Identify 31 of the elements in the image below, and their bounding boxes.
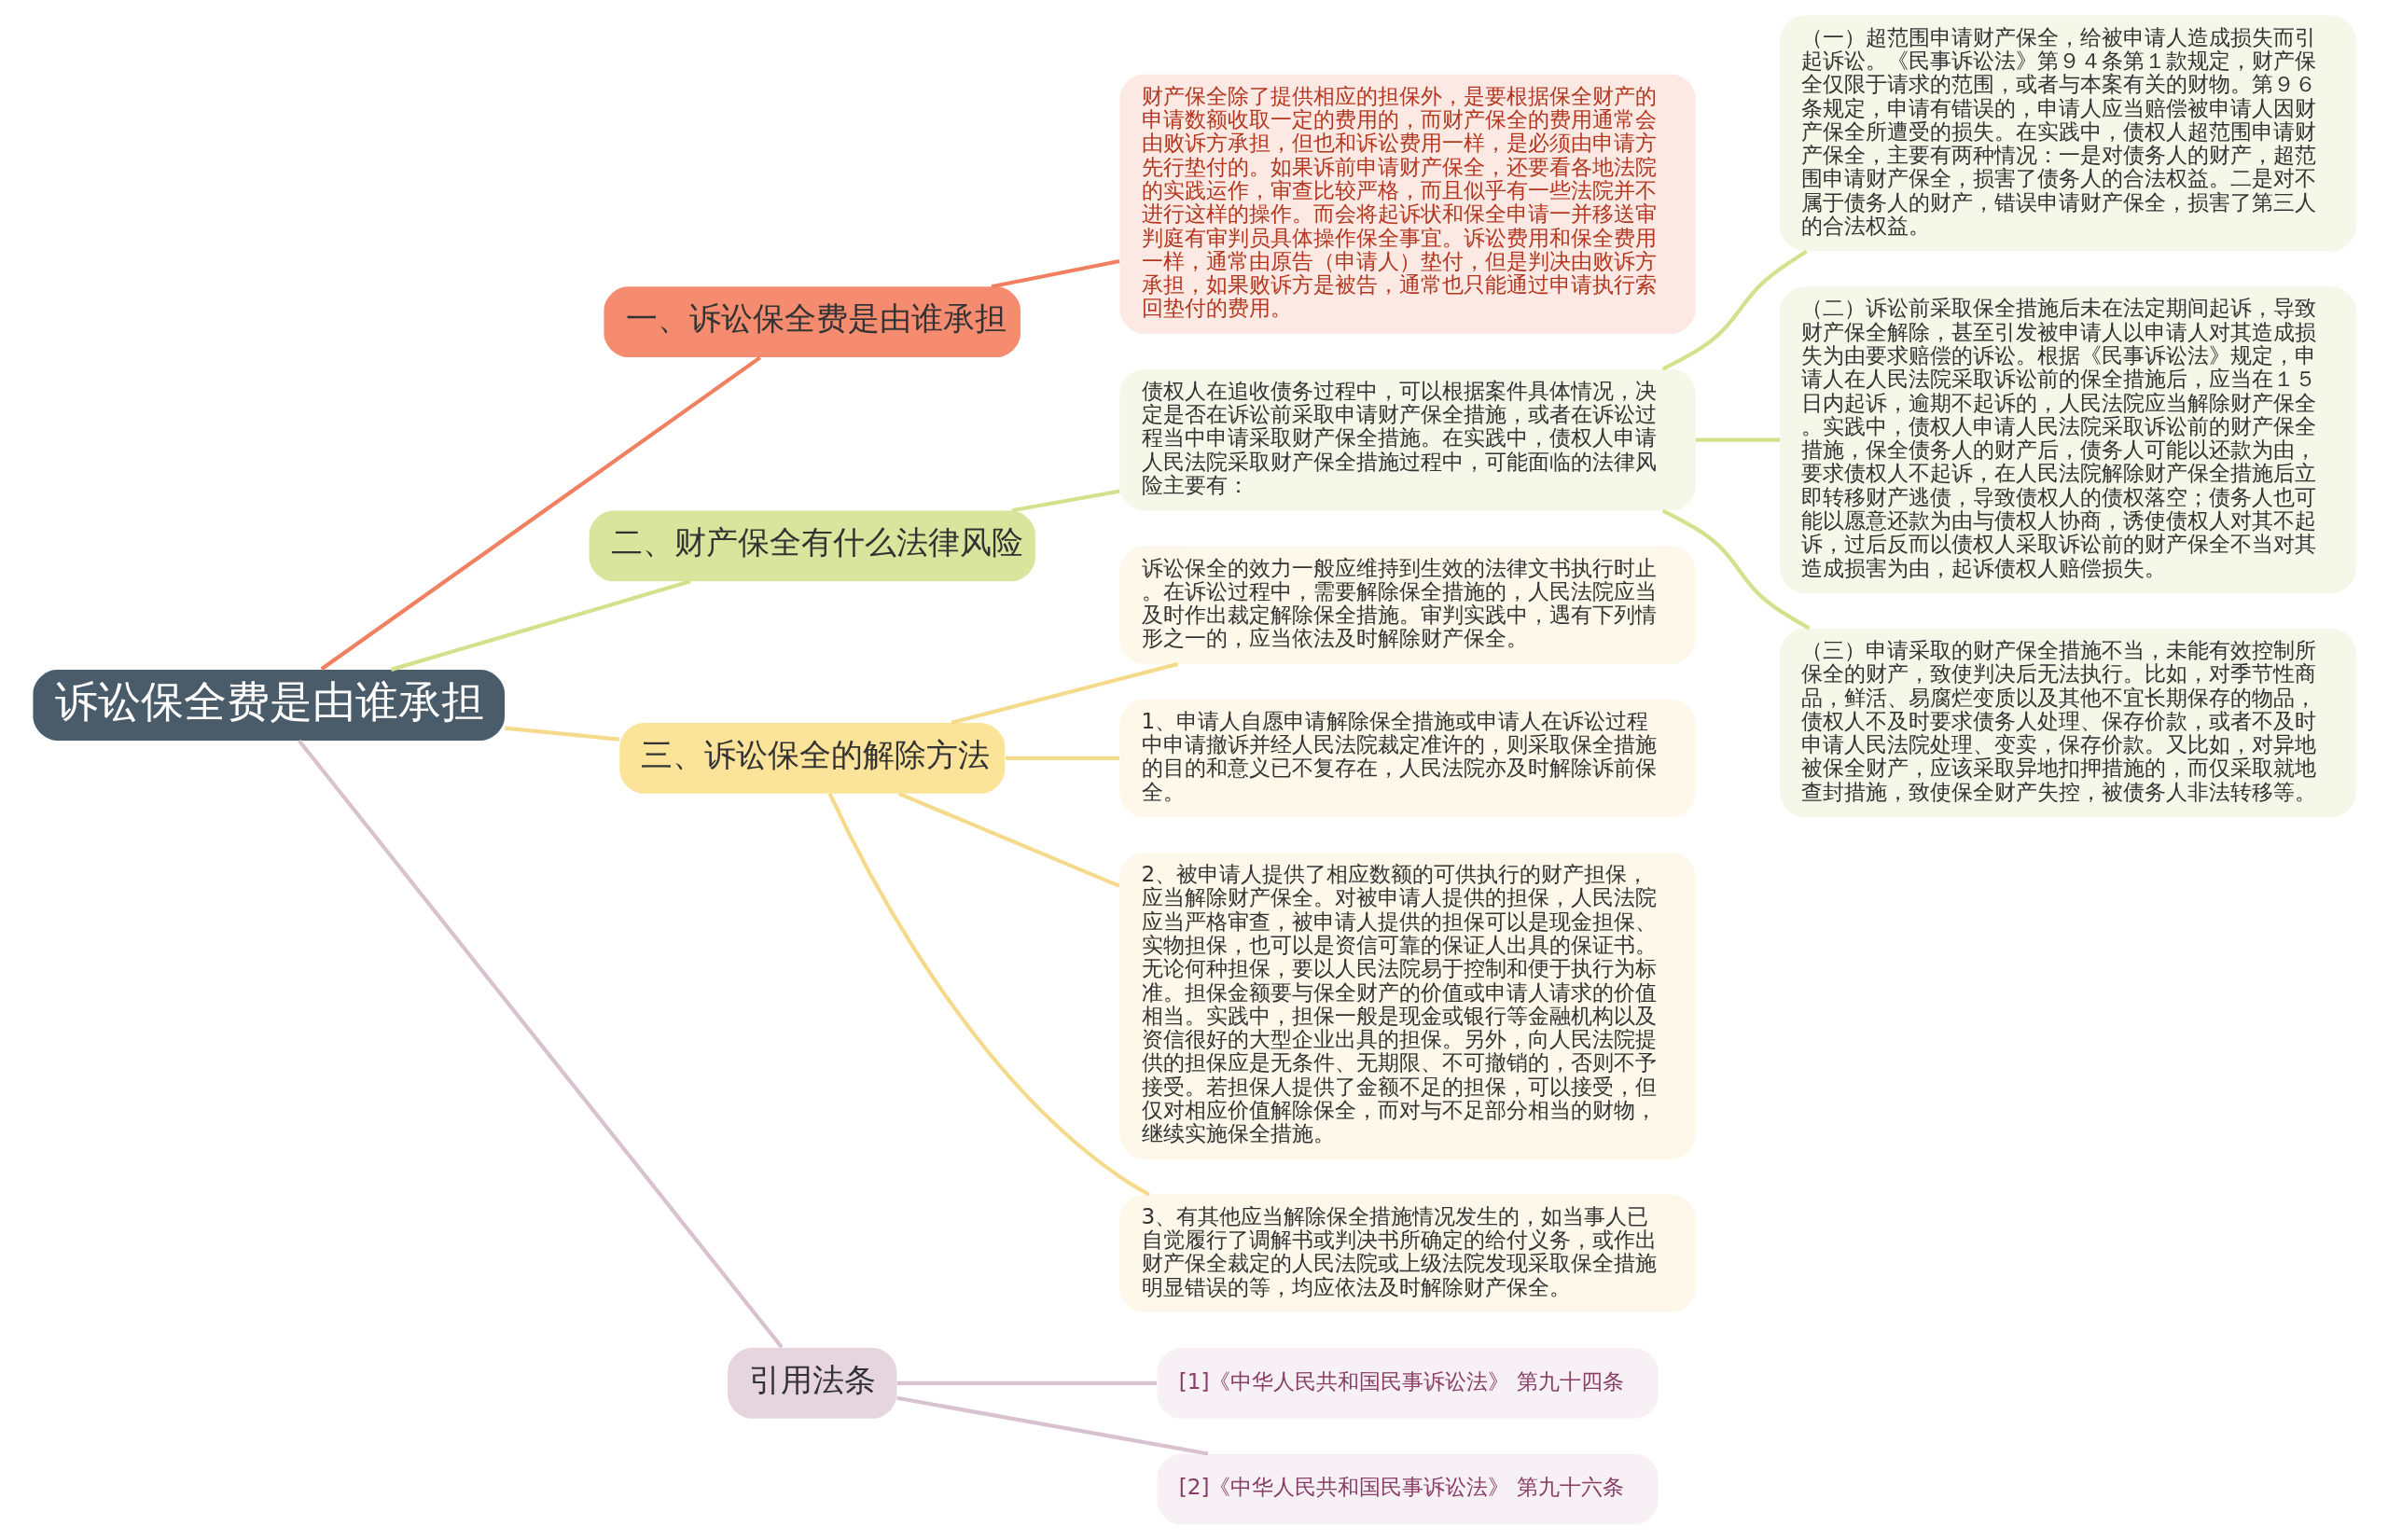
connector <box>896 1380 1157 1385</box>
node-box: 诉讼保全的效力一般应维持到生效的法律文书执行时止。在诉讼过程中，需要解除保全措施的，人民法院应当及时作出裁定解除保全措施。审判实践中，遇有下列情形之一的，应当依法及时解除财产保全。 <box>1118 546 1696 664</box>
connector <box>1695 437 1780 442</box>
node-box: [2]《中华人民共和国民事诉讼法》 第九十六条 <box>1156 1453 1659 1525</box>
connector <box>1005 756 1119 760</box>
node-box: 1、申请人自愿申请解除保全措施或申请人在诉讼过程中申请撤诉并经人民法院裁定准许的，则采取保全措施的目的和意义已不复存在，人民法院亦及时解除诉前保全。 <box>1118 699 1696 818</box>
connector <box>1661 249 1808 371</box>
node-box: 诉讼保全费是由谁承担 <box>32 670 505 741</box>
connector <box>390 579 691 672</box>
connector <box>827 793 1150 1197</box>
connector <box>1661 508 1811 631</box>
node-box: 二、财产保全有什么法律风险 <box>589 510 1035 582</box>
connector <box>504 726 619 742</box>
node-box: （三）申请采取的财产保全措施不当，未能有效控制所保全的财产，致使判决后无法执行。比如，对季节性商品，鲜活、易腐烂变质以及其他不宜长期保存的物品，债权人不及时要求债务人处理、保存价款，或者不及时申请人民法院处理、变卖，保存价款。又比如，对异地被保全财产，应该采取异地扣押措施的，而仅采取就地查封措施，致使保全财产失控，被债务人非法转移等。 <box>1779 628 2356 818</box>
node-box: [1]《中华人民共和国民事诉讼法》 第九十四条 <box>1156 1347 1659 1419</box>
node-box: （二）诉讼前采取保全措施后未在法定期间起诉，导致财产保全解除，甚至引发被申请人以申请人对其造成损失为由要求赔偿的诉讼。根据《民事诉讼法》规定，申请人在人民法院采取诉讼前的保全措施后，应当在１５日内起诉，逾期不起诉的，人民法院应当解除财产保全。实践中，债权人申请人民法院采取诉讼前的财产保全措施，保全债务人的财产后，债务人可能以还款为由，要求债权人不起诉，在人民法院解除财产保全措施后立即转移财产逃债，导致债权人的债权落空；债务人也可能以愿意还款为由与债权人协商，诱使债权人对其不起诉，过后反而以债权人采取诉讼前的财产保全不当对其造成损害为由，起诉债权人赔偿损失。 <box>1779 286 2356 593</box>
node-box: 财产保全除了提供相应的担保外，是要根据保全财产的申请数额收取一定的费用的，而财产保全的费用通常会由败诉方承担，但也和诉讼费用一样，是必须由申请方先行垫付的。如果诉前申请财产保全，还要看各地法院的实践运作，审查比较严格，而且似乎有一些法院并不进行这样的操作。而会将起诉状和保全申请一并移送审判庭有审判员具体操作保全事宜。诉讼费用和保全费用一样，通常由原告（申请人）垫付，但是判决由败诉方承担，如果败诉方是被告，通常也只能通过申请执行索回垫付的费用。 <box>1118 74 1696 334</box>
connector <box>897 791 1120 888</box>
node-box: 2、被申请人提供了相应数额的可供执行的财产担保，应当解除财产保全。对被申请人提供的担保，人民法院应当严格审查，被申请人提供的担保可以是现金担保、实物担保，也可以是资信可靠的保证人出具的保证书。无论何种担保，要以人民法院易于控制和便于执行为标准。担保金额要与保全财产的价值或申请人请求的价值相当。实践中，担保一般是现金或银行等金融机构以及资信很好的大型企业出具的担保。另外，向人民法院提供的担保应是无条件、无期限、不可撤销的，否则不予接受。若担保人提供了金额不足的担保，可以接受，但仅对相应价值解除保全，而对与不足部分相当的财物，继续实施保全措施。 <box>1118 853 1696 1159</box>
node-box: 一、诉讼保全费是由谁承担 <box>603 286 1020 358</box>
node-box: 三、诉讼保全的解除方法 <box>618 722 1005 794</box>
connector <box>297 739 784 1349</box>
node-box: （一）超范围申请财产保全，给被申请人造成损失而引起诉讼。《民事诉讼法》第９４条第１款规定，财产保全仅限于请求的范围，或者与本案有关的财物。第９６条规定，申请有错误的，申请人应当赔偿被申请人因财产保全所遭受的损失。在实践中，债权人超范围申请财产保全，主要有两种情况：一是对债务人的财产，超范围申请财产保全，损害了债务人的合法权益。二是对不属于债务人的财产，错误申请财产保全，损害了第三人的合法权益。 <box>1779 15 2356 252</box>
node-box: 引用法条 <box>727 1347 896 1419</box>
connector <box>320 355 761 672</box>
node-box: 3、有其他应当解除保全措施情况发生的，如当事人已自觉履行了调解书或判决书所确定的给付义务，或作出财产保全裁定的人民法院或上级法院发现采取保全措施明显错误的等，均应依法及时解除财产保全。 <box>1118 1194 1696 1312</box>
connector <box>1011 489 1120 513</box>
connector <box>991 258 1119 289</box>
connector <box>896 1395 1208 1456</box>
node-box: 债权人在追收债务过程中，可以根据案件具体情况，决定是否在诉讼前采取申请财产保全措施，或者在诉讼过程当中申请采取财产保全措施。在实践中，债权人申请人民法院采取财产保全措施过程中，可能面临的法律风险主要有： <box>1118 368 1696 511</box>
connector <box>950 661 1178 725</box>
